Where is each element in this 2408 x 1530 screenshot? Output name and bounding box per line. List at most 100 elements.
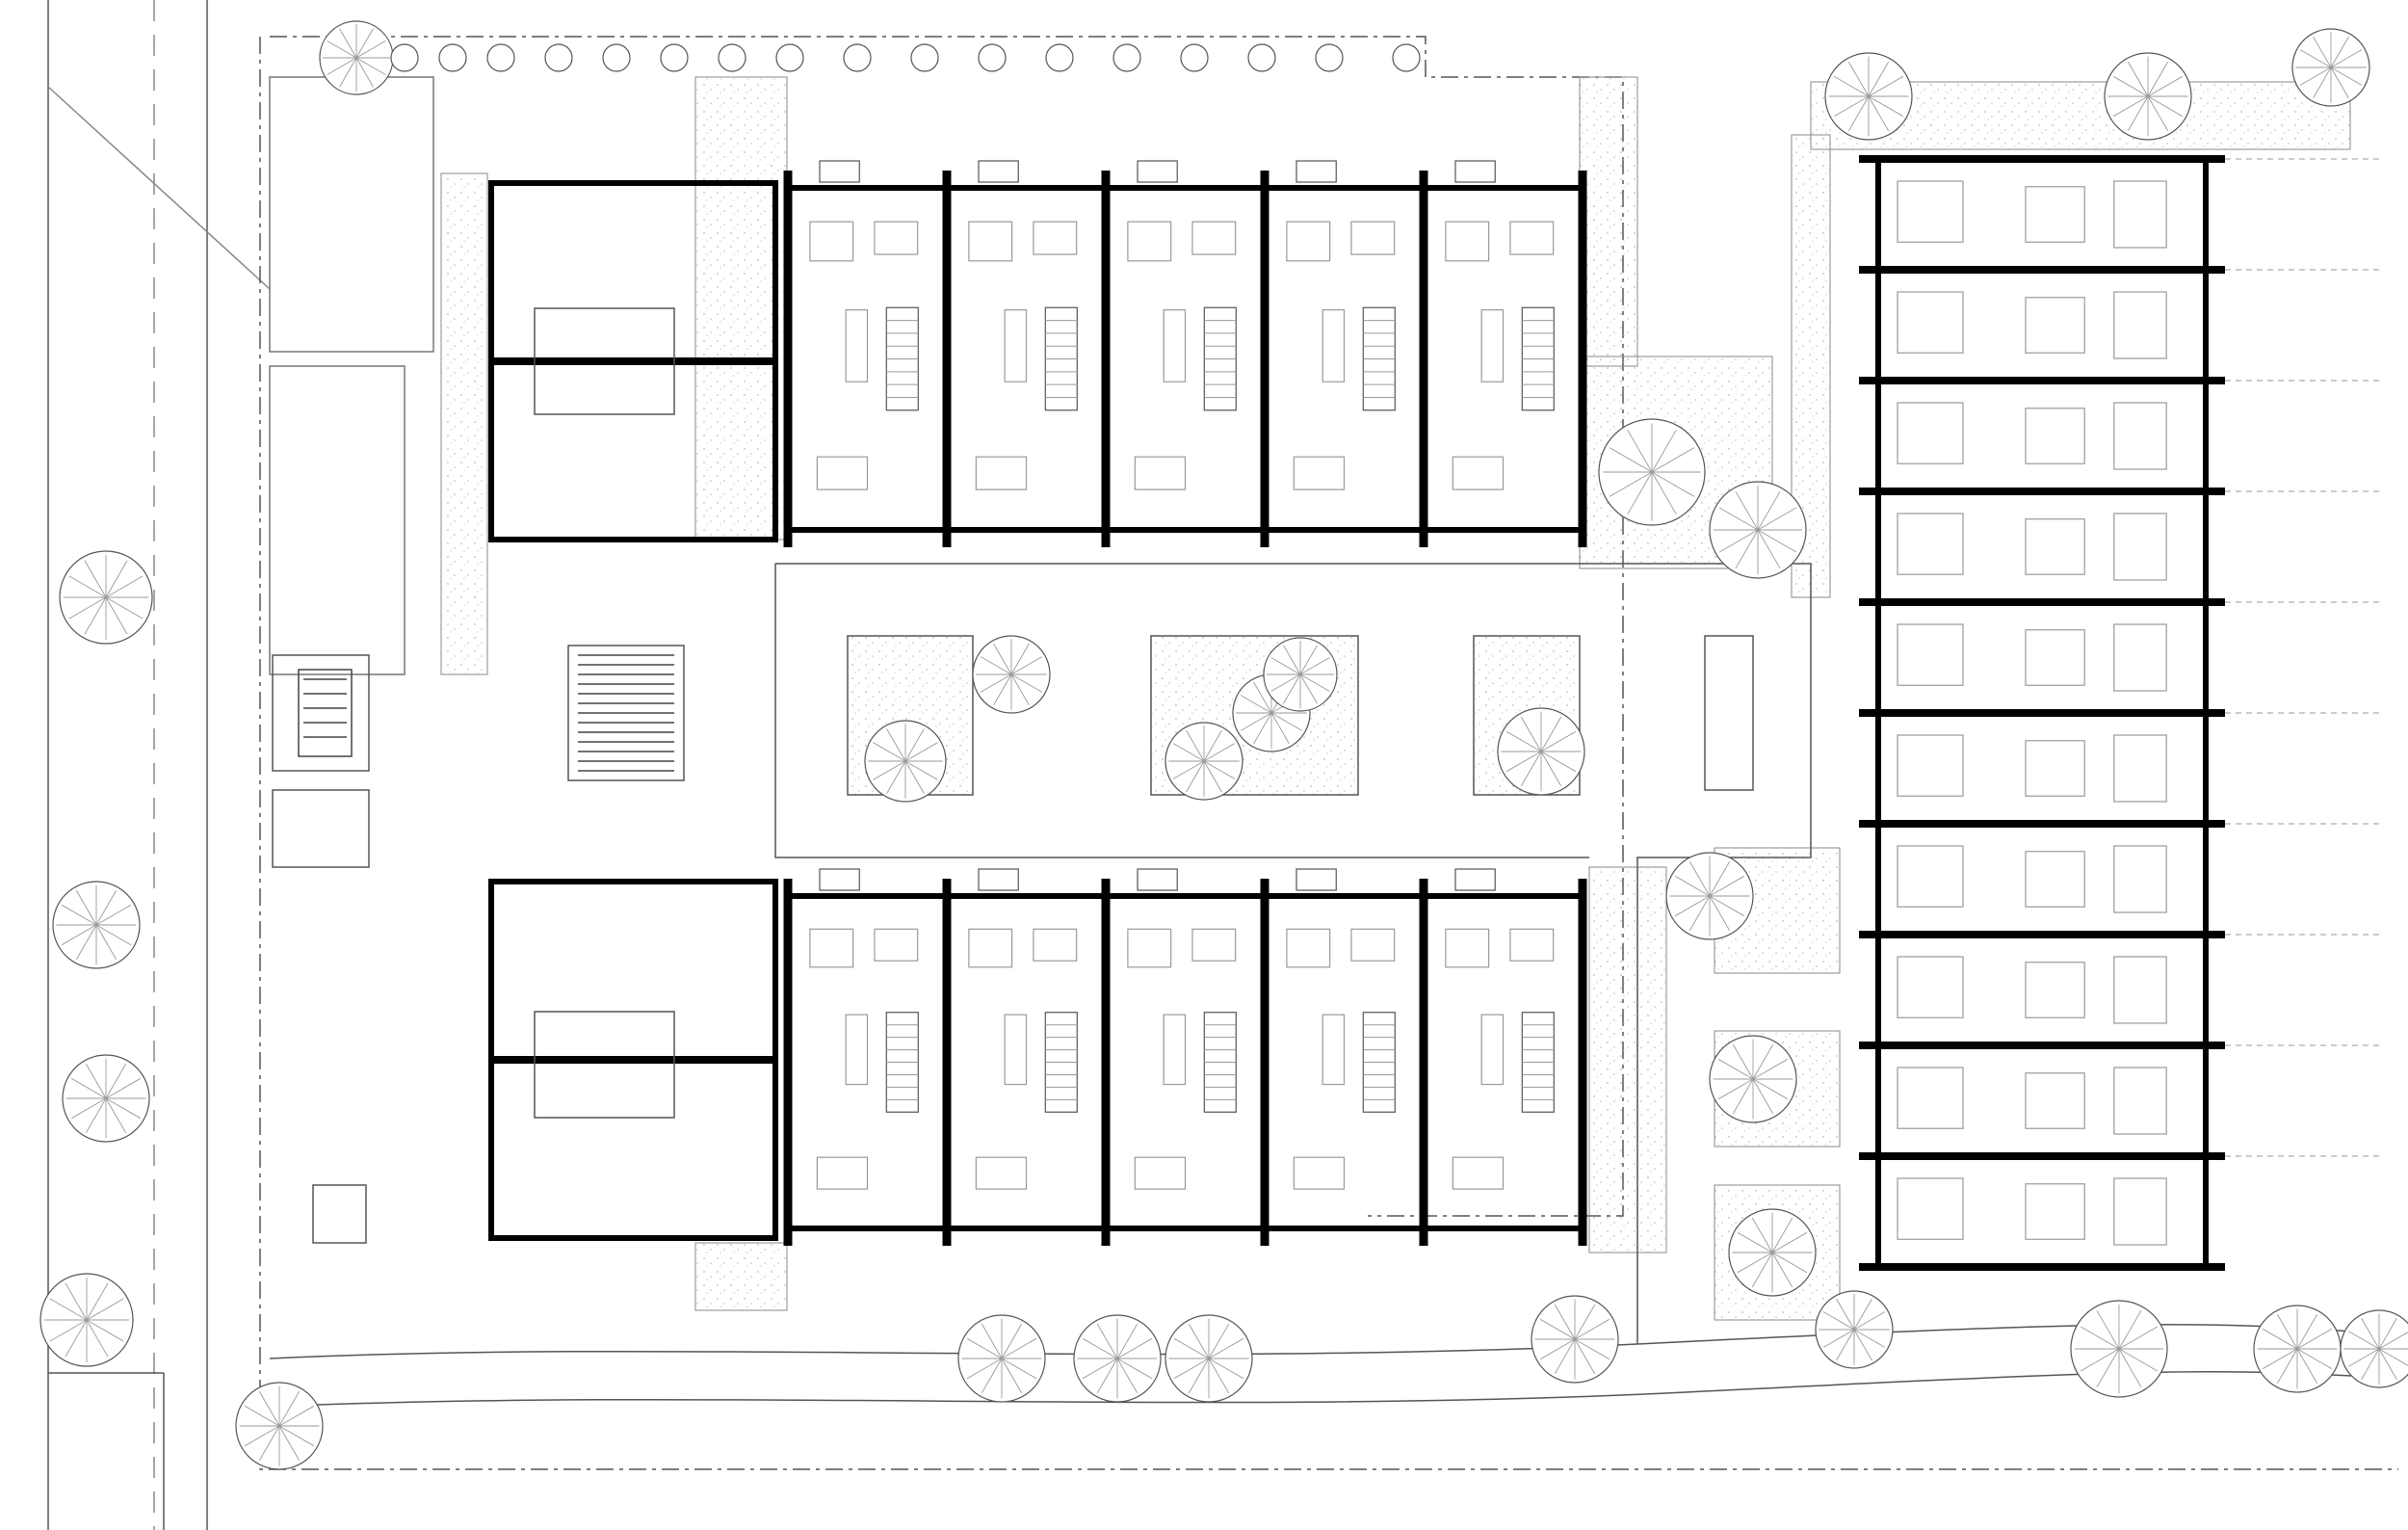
tree-branch bbox=[1757, 490, 1781, 531]
tree-branch bbox=[1853, 1311, 1886, 1331]
sofa-icon bbox=[975, 1156, 1028, 1190]
unit-walls bbox=[1875, 378, 2209, 494]
tree-branch bbox=[1651, 429, 1677, 473]
tree-branch bbox=[1627, 471, 1653, 515]
tree-branch bbox=[2147, 75, 2184, 97]
tree-branch bbox=[1116, 1323, 1139, 1359]
tree-branch bbox=[1082, 1337, 1118, 1359]
tree-icon bbox=[660, 43, 689, 72]
sofa-icon bbox=[1134, 1156, 1187, 1190]
tree-icon bbox=[602, 43, 631, 72]
tree-canopy bbox=[843, 43, 872, 72]
tree-branch bbox=[355, 40, 386, 59]
stoop-icon bbox=[978, 160, 1019, 183]
west-entry-stair bbox=[272, 654, 370, 772]
tree-branch bbox=[1847, 61, 1870, 97]
tree-icon bbox=[978, 43, 1007, 72]
kitchen-island-icon bbox=[1322, 1014, 1346, 1086]
east-row-townhomes bbox=[1859, 155, 2379, 1271]
tree-branch bbox=[2378, 1348, 2397, 1381]
tree-canopy bbox=[718, 43, 746, 72]
tree-branch bbox=[1270, 673, 1301, 692]
tree-branch bbox=[2262, 1348, 2298, 1370]
tree-branch bbox=[2378, 1317, 2397, 1350]
tree-branch bbox=[1822, 1329, 1855, 1348]
tree-branch bbox=[85, 1063, 107, 1099]
north-row-townhomes bbox=[783, 160, 1587, 547]
table-icon bbox=[1191, 928, 1237, 962]
tree-branch bbox=[1737, 1231, 1773, 1253]
tree-branch bbox=[1299, 645, 1318, 675]
tree-icon bbox=[52, 881, 141, 969]
tree-branch bbox=[1709, 895, 1745, 917]
table-icon bbox=[1033, 928, 1078, 962]
tree-icon bbox=[1598, 418, 1706, 526]
tree-branch bbox=[1520, 716, 1542, 752]
tree-branch bbox=[2361, 1317, 2380, 1350]
kitchen-icon bbox=[1897, 402, 1964, 464]
tree-branch bbox=[1868, 95, 1904, 118]
west-block bbox=[488, 180, 778, 1241]
tree-branch bbox=[1240, 712, 1272, 731]
tree-branch bbox=[980, 656, 1012, 675]
tree-branch bbox=[61, 924, 97, 946]
tree-branch bbox=[105, 596, 144, 620]
sofa-icon bbox=[2113, 1177, 2167, 1246]
stoop-icon bbox=[1454, 160, 1496, 183]
tree-branch bbox=[1203, 760, 1222, 793]
unit-walls bbox=[1875, 821, 2209, 937]
tree-icon bbox=[864, 720, 947, 803]
tree-icon bbox=[1709, 481, 1807, 579]
tree-branch bbox=[75, 924, 97, 961]
tree-branch bbox=[1299, 673, 1318, 704]
kitchen-icon bbox=[1897, 1067, 1964, 1129]
tree-branch bbox=[1757, 529, 1797, 553]
tree-icon bbox=[235, 1382, 324, 1470]
tree-branch bbox=[904, 760, 938, 780]
sofa-icon bbox=[2113, 956, 2167, 1024]
tree-branch bbox=[2118, 1326, 2159, 1350]
west-lot-outline-2 bbox=[269, 365, 406, 675]
tree-branch bbox=[1735, 529, 1759, 569]
tree-icon bbox=[1315, 43, 1344, 72]
table-icon bbox=[2025, 186, 2085, 243]
tree-branch bbox=[355, 57, 374, 88]
tree-icon bbox=[1392, 43, 1421, 72]
tree-branch bbox=[2299, 49, 2332, 68]
tree-branch bbox=[1833, 95, 1870, 118]
kitchen-island-icon bbox=[1163, 309, 1187, 382]
sofa-icon bbox=[1445, 928, 1490, 968]
sofa-icon bbox=[1286, 928, 1331, 968]
tree-branch bbox=[258, 1390, 280, 1427]
tree-branch bbox=[1718, 529, 1759, 553]
tree-icon bbox=[2253, 1305, 2342, 1393]
tree-branch bbox=[2147, 95, 2169, 132]
stoop-icon bbox=[1296, 160, 1337, 183]
tree-branch bbox=[1651, 471, 1695, 497]
townhome-unit bbox=[1859, 709, 2379, 827]
townhome-unit bbox=[1859, 1042, 2379, 1159]
kitchen-icon bbox=[1897, 180, 1964, 243]
tree-branch bbox=[244, 1405, 280, 1427]
townhome-unit bbox=[1859, 488, 2379, 605]
tree-branch bbox=[1651, 471, 1677, 515]
tree-branch bbox=[1574, 1338, 1596, 1375]
courtyard-bench bbox=[1704, 635, 1754, 791]
tree-branch bbox=[105, 1077, 142, 1099]
tree-branch bbox=[1186, 729, 1205, 762]
tree-branch bbox=[1674, 875, 1711, 897]
tree-branch bbox=[1001, 1337, 1037, 1359]
tree-icon bbox=[718, 43, 746, 72]
tree-branch bbox=[68, 575, 107, 598]
tree-branch bbox=[1709, 895, 1731, 932]
site-context bbox=[47, 0, 2398, 1530]
sofa-icon bbox=[1286, 221, 1331, 262]
sofa-icon bbox=[2113, 291, 2167, 359]
tree-canopy bbox=[544, 43, 573, 72]
sofa-icon bbox=[968, 221, 1013, 262]
diagonal-path bbox=[47, 86, 271, 290]
tree-icon bbox=[1112, 43, 1141, 72]
tree-branch bbox=[1735, 490, 1759, 531]
tree-branch bbox=[2330, 49, 2363, 68]
stoop-icon bbox=[819, 160, 860, 183]
